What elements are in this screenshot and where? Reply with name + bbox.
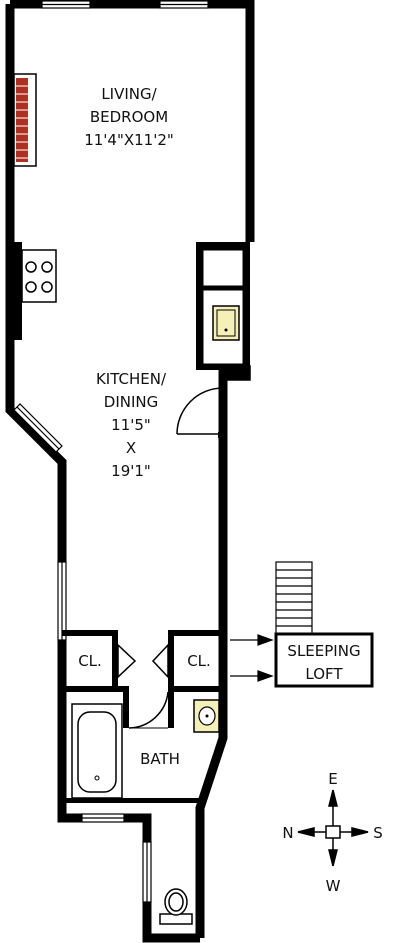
closet-walls <box>62 630 223 692</box>
living-label-line2: BEDROOM <box>90 108 168 126</box>
sink-icon <box>212 305 240 341</box>
compass-east: E <box>328 770 337 788</box>
labels: LIVING/ BEDROOM 11'4"X11'2" KITCHEN/ DIN… <box>78 85 383 895</box>
bathtub-icon <box>71 703 123 799</box>
fireplace-icon <box>13 73 37 167</box>
closet-right-door <box>151 643 169 679</box>
stove-icon <box>10 242 57 340</box>
sleeping-loft-box <box>274 632 374 688</box>
bath-label: BATH <box>140 750 180 768</box>
living-dimensions: 11'4"X11'2" <box>84 131 174 149</box>
compass-south: S <box>373 824 383 842</box>
closet-left-door <box>117 643 137 679</box>
loft-arrows <box>230 634 274 682</box>
living-label-line1: LIVING/ <box>101 85 157 103</box>
entry-door <box>176 365 251 438</box>
windows <box>13 0 209 903</box>
toilet-icon <box>159 888 193 925</box>
loft-label-line2: LOFT <box>305 665 343 683</box>
kitchen-dim-line1: 11'5" <box>111 416 151 434</box>
bath-door <box>128 691 169 729</box>
compass-rose <box>297 789 369 867</box>
compass-west: W <box>326 877 341 895</box>
loft-stairs <box>275 561 313 639</box>
loft-label-line1: SLEEPING <box>287 642 360 660</box>
kitchen-dim-line3: 19'1" <box>111 462 151 480</box>
kitchen-label-line1: KITCHEN/ <box>96 370 167 388</box>
kitchen-label-line2: DINING <box>104 393 158 411</box>
closet-left-label: CL. <box>78 652 102 670</box>
kitchen-dim-line2: X <box>126 439 136 457</box>
bath-sink-icon <box>193 699 220 733</box>
window-angled <box>13 403 63 453</box>
kitchen-counter <box>196 242 250 370</box>
closet-right-label: CL. <box>187 652 211 670</box>
bath-walls <box>62 692 203 803</box>
closet-doors <box>117 643 169 679</box>
compass-north: N <box>282 824 293 842</box>
